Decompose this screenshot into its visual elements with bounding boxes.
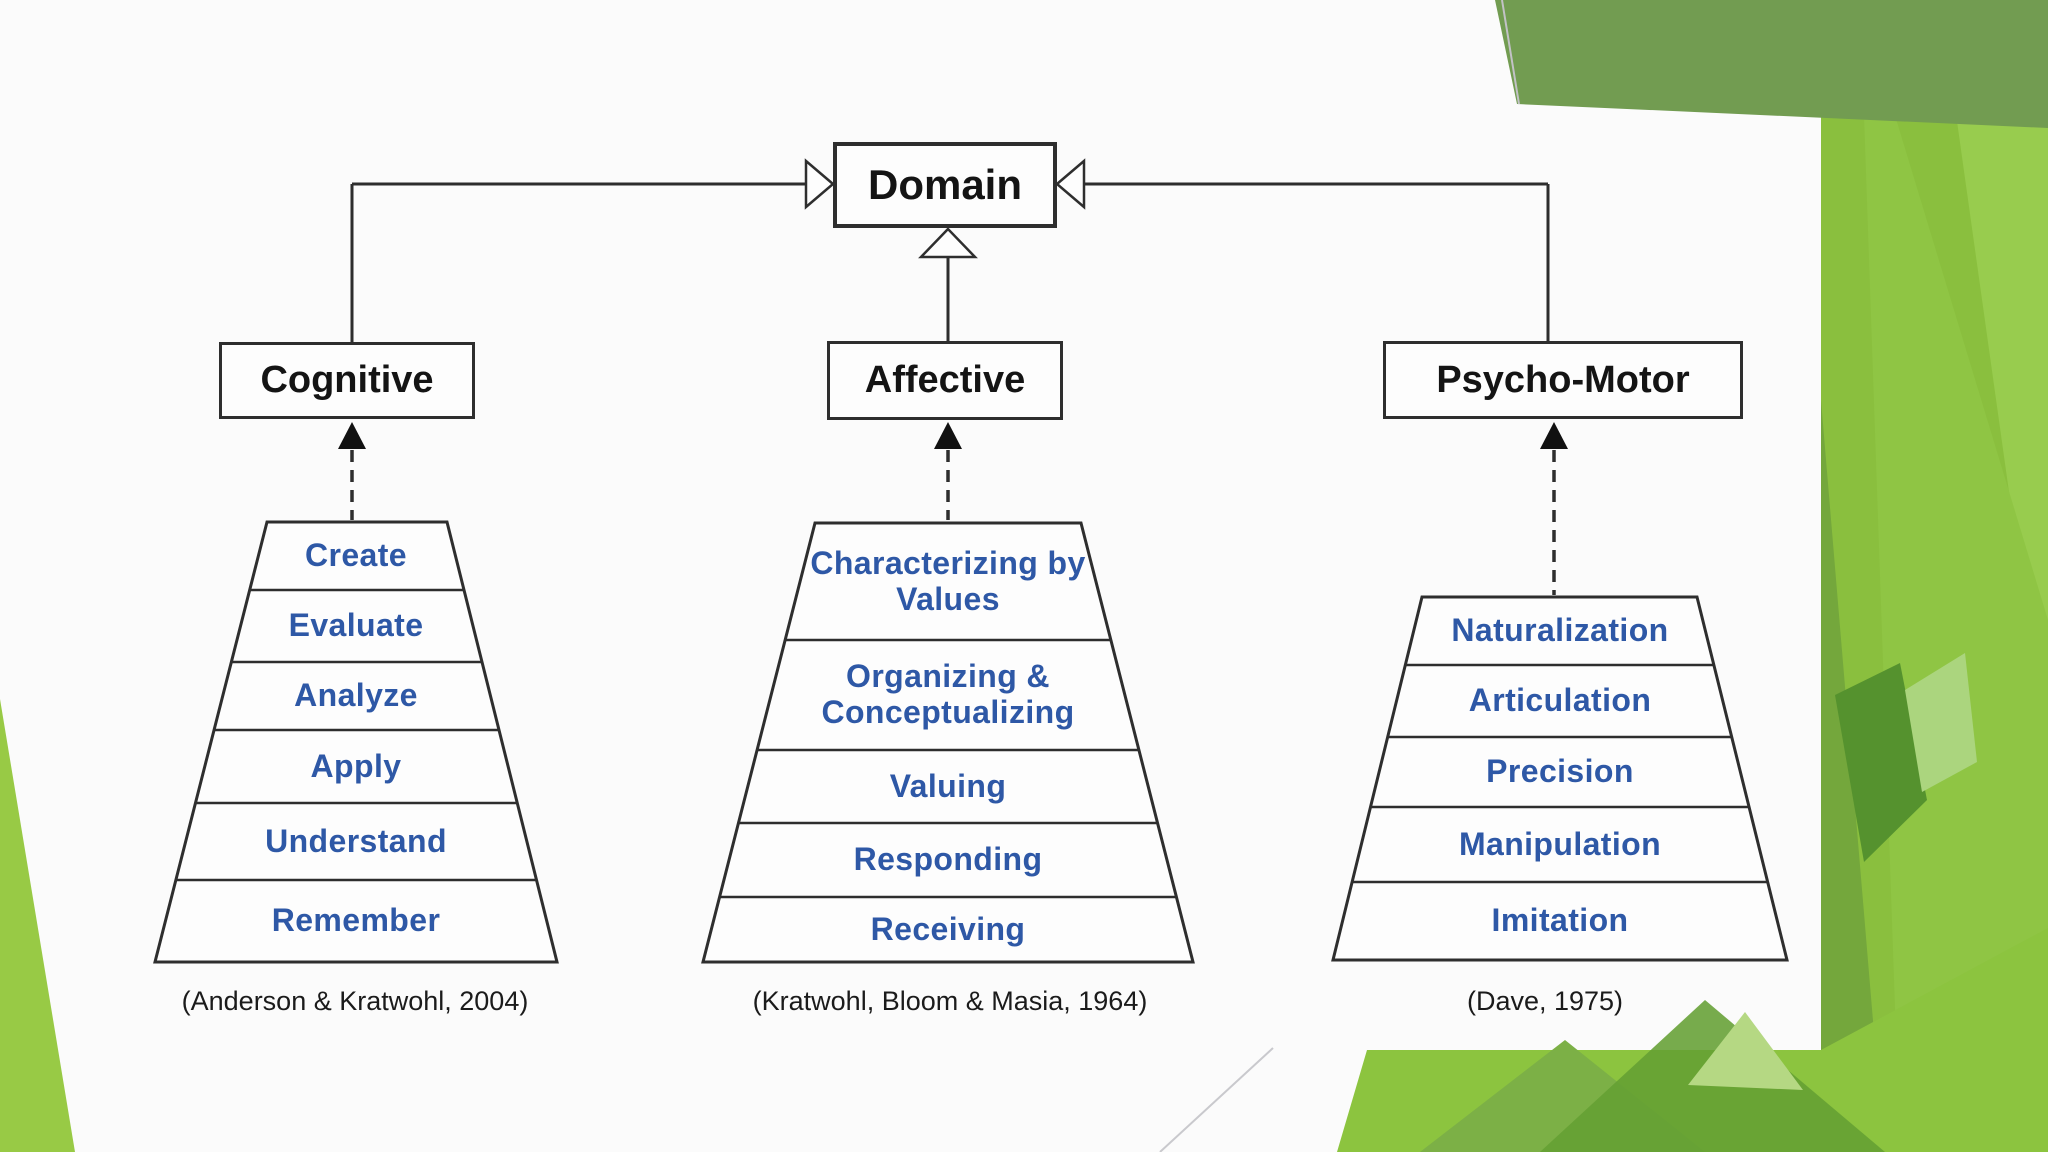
psycho-motor-label: Psycho-Motor — [1436, 358, 1690, 401]
pyramid-level: Characterizing by Values — [810, 544, 1086, 617]
cognitive-pyramid: Create Evaluate Analyze Apply Understand… — [150, 518, 562, 966]
citation-cognitive: (Anderson & Kratwohl, 2004) — [181, 986, 529, 1016]
hollow-arrowhead-right-icon — [1055, 158, 1086, 210]
pyramid-level: Naturalization — [1451, 612, 1669, 649]
pyramid-level: Valuing — [889, 767, 1007, 804]
pyramid-level: Precision — [1486, 753, 1634, 790]
solid-arrowhead-cognitive-icon — [338, 422, 366, 449]
psycho-motor-pyramid-shape — [1331, 595, 1789, 962]
pyramid-level: Understand — [265, 822, 447, 859]
psycho-motor-box: Psycho-Motor — [1383, 341, 1743, 419]
affective-pyramid-shape — [701, 521, 1195, 964]
cognitive-box: Cognitive — [219, 342, 475, 419]
green-sliver — [0, 699, 75, 1152]
pyramid-level: Apply — [310, 747, 402, 784]
citation-psycho-motor: (Dave, 1975) — [1466, 986, 1624, 1016]
solid-arrowhead-affective-icon — [934, 422, 962, 449]
citation-affective: (Kratwohl, Bloom & Masia, 1964) — [752, 986, 1148, 1016]
affective-pyramid: Characterizing by Values Organizing & Co… — [690, 518, 1206, 966]
pyramid-level: Analyze — [294, 677, 418, 714]
pyramid-level: Imitation — [1491, 902, 1629, 939]
pyramid-level: Receiving — [870, 910, 1026, 947]
pyramid-level: Manipulation — [1458, 825, 1662, 862]
hollow-arrowhead-up-icon — [918, 227, 978, 259]
solid-arrowhead-psycho-motor-icon — [1540, 422, 1568, 449]
cognitive-pyramid-shape — [153, 520, 559, 964]
hollow-arrowhead-left-icon — [804, 158, 835, 210]
affective-label: Affective — [864, 359, 1026, 401]
pyramid-level: Evaluate — [288, 607, 424, 644]
affective-box: Affective — [827, 341, 1063, 420]
pyramid-level: Articulation — [1468, 682, 1652, 719]
domain-root-label: Domain — [867, 161, 1022, 208]
domain-root-box: Domain — [833, 142, 1057, 228]
pyramid-level: Remember — [271, 902, 441, 939]
olive-wedge — [1495, 0, 2048, 128]
pyramid-level: Responding — [853, 841, 1043, 878]
cognitive-label: Cognitive — [260, 359, 434, 401]
pyramid-level: Organizing & Conceptualizing — [821, 658, 1075, 730]
psycho-motor-pyramid: Naturalization Articulation Precision Ma… — [1320, 593, 1800, 964]
pyramid-level: Create — [304, 537, 407, 574]
